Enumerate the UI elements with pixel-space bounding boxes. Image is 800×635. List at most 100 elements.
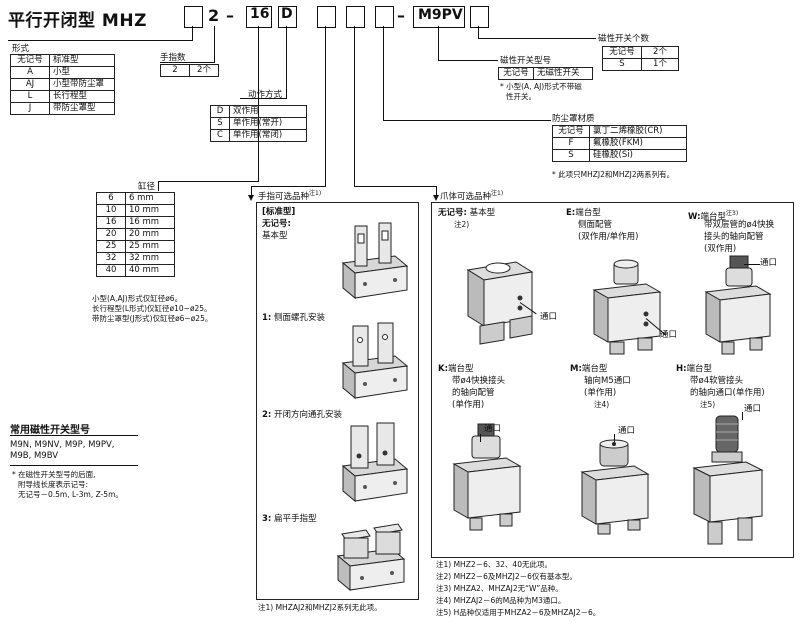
- body-options-label: 爪体可选品种注1): [440, 190, 504, 202]
- body-basic-illustration: [466, 261, 534, 345]
- common-switches-models-1: M9N, M9NV, M9P, M9PV,: [10, 440, 115, 450]
- body-k-illustration: [452, 423, 522, 531]
- finger-options-footnote: 注1) MHZAJ2和MHZJ2系列无此项。: [258, 603, 382, 612]
- body-item-h: H:端台型: [676, 364, 713, 374]
- body-item-m: M:端台型: [570, 364, 608, 374]
- body-footnote-3: 注3) MHZA2、MHZAJ2无“W”品种。: [436, 584, 563, 593]
- fingers-label: 手指数: [160, 53, 186, 63]
- port-label-h: 通口: [744, 404, 762, 414]
- bore-note-2: 长行程型(L形式)仅缸径ø10~ø25。: [92, 304, 212, 313]
- code-box-action: [278, 6, 297, 28]
- finger-options-box: [256, 202, 419, 600]
- body-item-e-line3: (双作用/单作用): [578, 232, 639, 242]
- switch-model-table: 无记号无磁性开关: [498, 67, 593, 80]
- form-label: 形式: [12, 44, 30, 54]
- body-item-basic: 无记号: 基本型: [438, 208, 496, 218]
- code-box-finger-option: [317, 6, 336, 28]
- code-box-dust-cover: [375, 6, 394, 28]
- table-row: 无记号无磁性开关: [498, 67, 593, 80]
- body-item-w-line2: 带双层管的ø4快换: [704, 220, 775, 230]
- body-item-w: W:端台型注3): [688, 210, 739, 222]
- bore-label: 缸径: [138, 182, 156, 192]
- body-item-k-line2: 带ø4快换接头: [452, 376, 506, 386]
- body-item-w-line4: (双作用): [704, 244, 737, 254]
- body-item-h-sup: 注5): [700, 400, 716, 409]
- port-label-m: 通口: [618, 426, 636, 436]
- port-label-w: 通口: [760, 258, 778, 268]
- code-action: D: [281, 6, 293, 22]
- finger-item-name-0: 基本型: [262, 231, 288, 241]
- body-item-k: K:端台型: [438, 364, 474, 374]
- switch-model-note-2: 性开关。: [506, 92, 536, 101]
- finger-item-1: 1: 侧面螺孔安装: [262, 313, 326, 323]
- body-item-m-sup: 注4): [594, 400, 610, 409]
- gripper-through-hole-illustration: [341, 422, 409, 503]
- switch-model-note-1: * 小型(A, AJ)形式不带磁: [500, 82, 582, 91]
- finger-item-code-0: 无记号:: [262, 219, 291, 229]
- finger-options-label: 手指可选品种注1): [258, 190, 322, 202]
- code-box-switch: [413, 6, 465, 28]
- body-item-h-line2: 带ø4软管接头: [690, 376, 744, 386]
- common-switches-title: 常用磁性开关型号: [10, 425, 90, 436]
- body-item-k-line3: 的轴向配管: [452, 388, 495, 398]
- port-label-basic: 通口: [540, 312, 558, 322]
- switch-model-label: 磁性开关型号: [500, 56, 552, 66]
- code-dash-2: –: [397, 6, 405, 25]
- model-code-prefix: 平行开闭型 MHZ: [8, 11, 147, 31]
- finger-item-2: 2: 开闭方向通孔安装: [262, 410, 343, 420]
- body-options-box: [431, 202, 794, 558]
- code-box-bore: [246, 6, 272, 28]
- body-footnote-5: 注5) H品种仅适用于MHZA2－6及MHZAJ2－6。: [436, 608, 601, 617]
- body-m-illustration: [580, 439, 650, 535]
- code-bore: 16: [250, 6, 270, 22]
- switch-count-label: 磁性开关个数: [598, 34, 650, 44]
- common-switches-models-2: M9B, M9BV: [10, 451, 59, 461]
- body-item-e-line2: 侧面配管: [578, 220, 613, 230]
- dust-cover-note: * 此项只MHZJ2和MHZJ2两系列有。: [552, 170, 675, 179]
- common-switches-note-2: 附导线长度表示记号:: [18, 480, 89, 489]
- body-item-e: E:端台型: [566, 208, 601, 218]
- common-switches-note-3: 无记号－0.5m, L-3m, Z-5m。: [18, 490, 123, 499]
- body-footnote-4: 注4) MHZAJ2－6的M品种为M3通口。: [436, 596, 566, 605]
- port-label-e: 通口: [660, 330, 678, 340]
- code-box-switch-count: [470, 6, 489, 28]
- code-fingers: 2: [208, 6, 220, 25]
- body-end-side-piping-illustration: [592, 259, 662, 355]
- port-label-k: 通口: [484, 424, 502, 434]
- body-h-illustration: [692, 415, 764, 545]
- body-footnote-2: 注2) MHZ2－6及MHZJ2－6仅有基本型。: [436, 572, 577, 581]
- code-box-body-option: [346, 6, 365, 28]
- gripper-basic-illustration: [341, 222, 409, 300]
- body-item-k-line4: (单作用): [452, 400, 485, 410]
- table-row: 无记号标准型: [10, 54, 115, 67]
- body-item-h-line3: 的轴向通口(单作用): [690, 388, 765, 398]
- table-row: 无记号氯丁二烯橡胶(CR): [552, 125, 687, 138]
- code-switch: M9PV: [418, 7, 463, 23]
- bore-note-3: 带防尘罩型(J形式)仅缸径ø6~ø25。: [92, 314, 213, 323]
- finger-standard-label: [标准型]: [262, 207, 296, 217]
- body-end-dual-tube-illustration: [704, 255, 772, 355]
